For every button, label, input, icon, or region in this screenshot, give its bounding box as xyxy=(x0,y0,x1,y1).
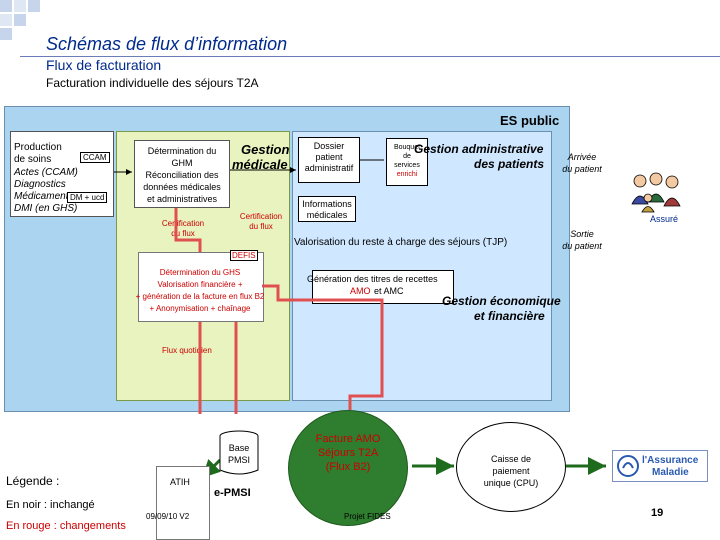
infos-line: Informations xyxy=(302,199,352,209)
gestion-medicale-title: médicale xyxy=(232,157,288,172)
flux-quotidien-label: Flux quotidien xyxy=(162,346,212,355)
ccam-tag: CCAM xyxy=(80,152,110,163)
caisse-line: paiement xyxy=(492,466,530,476)
base-pmsi-label: Base xyxy=(228,443,250,453)
assure-label: Assuré xyxy=(650,214,679,224)
production-line: Actes (CCAM) xyxy=(14,167,78,178)
ghm-process-line: GHM xyxy=(171,158,193,168)
dossier-line: administratif xyxy=(304,163,354,173)
ghm-process-line: et administratives xyxy=(146,194,218,204)
people-icon xyxy=(631,172,681,213)
sortie-patient: Sortie xyxy=(570,229,594,239)
assurance-maladie-text: l'Assurance xyxy=(642,455,699,466)
bouquet-line: de xyxy=(403,153,411,160)
arrivee-patient: Arrivée xyxy=(567,152,597,162)
production-line: Diagnostics xyxy=(14,179,66,190)
dm-tag: DM + ucd xyxy=(67,192,108,203)
defis-line: Valorisation financière + xyxy=(157,280,243,289)
production-line: Médicaments xyxy=(14,191,74,202)
page-title: Schémas de flux d’information xyxy=(46,34,288,54)
facture-amo-line: Séjours T2A xyxy=(317,447,379,459)
bouquet-line: enrichi xyxy=(396,171,418,178)
footer-date: 09/09/10 V2 xyxy=(146,512,190,521)
generation-titres-text: Génération des titres de recettes xyxy=(307,274,438,284)
defis-line: Détermination du GHS xyxy=(159,268,241,277)
header-rule xyxy=(20,56,720,57)
es-public-label: ES public xyxy=(500,113,560,128)
facture-amo-line: Facture AMO xyxy=(315,433,381,445)
page-number: 19 xyxy=(651,507,664,519)
red-flow-to-facture xyxy=(262,284,384,410)
gestion-economique-title: Gestion économique xyxy=(442,294,561,308)
arrivee-patient: du patient xyxy=(562,164,602,174)
sortie-patient: du patient xyxy=(562,241,602,251)
ghm-process-line: Détermination du xyxy=(147,146,217,156)
defis-line: + Anonymisation + chaînage xyxy=(149,304,251,313)
production-line: de soins xyxy=(14,154,52,165)
corner-decoration xyxy=(0,0,44,44)
page-subsubtitle: Facturation individuelle des séjours T2A xyxy=(46,76,259,90)
base-pmsi-label: PMSI xyxy=(227,455,250,465)
certification-right: Certification xyxy=(239,212,283,221)
bouquet-line: Bouquet xyxy=(393,144,421,151)
facture-amo-circle xyxy=(288,410,408,526)
atih-box xyxy=(156,466,210,540)
certification-left: du flux xyxy=(171,229,195,238)
page-subtitle: Flux de facturation xyxy=(46,57,162,73)
legend-black: En noir : inchangé xyxy=(6,499,95,511)
facture-amo-line: (Flux B2) xyxy=(325,461,371,473)
ghm-process-line: Réconciliation des xyxy=(145,170,219,180)
defis-tag: DEFIS xyxy=(230,250,258,261)
assurance-maladie-text: Maladie xyxy=(652,467,689,478)
certification-left: Certification xyxy=(161,219,205,228)
gestion-medicale-title: Gestion xyxy=(241,142,290,157)
base-pmsi-cylinder xyxy=(219,430,259,475)
dossier-patient-document: Dossier patient administratif xyxy=(298,137,360,183)
bouquet-line: services xyxy=(394,162,420,169)
gestion-administrative-title: des patients xyxy=(474,157,545,171)
production-line: Production xyxy=(14,142,62,153)
legend-red: En rouge : changements xyxy=(6,520,126,532)
gestion-economique-title: et financière xyxy=(474,309,545,323)
ghm-process-line: données médicales xyxy=(143,182,221,192)
assurance-maladie-icon xyxy=(617,455,639,477)
caisse-line: unique (CPU) xyxy=(483,478,539,488)
dossier-line: Dossier xyxy=(313,141,345,151)
generation-titres-box xyxy=(312,270,454,304)
certification-right: du flux xyxy=(249,222,273,231)
bouquet-services-document: Bouquet de services enrichi xyxy=(386,138,428,186)
gestion-administrative-title: Gestion administrative xyxy=(414,142,544,156)
defis-line: + génération de la facture en flux B2 xyxy=(135,292,265,301)
informations-medicales-document: Informations médicales xyxy=(298,196,356,222)
caisse-line: Caisse de xyxy=(490,454,532,464)
footer-projet: Projet FIDES xyxy=(344,512,391,521)
atih-label: ATIH xyxy=(170,477,190,487)
epmsi-label: e-PMSI xyxy=(214,487,251,499)
production-line: DMI (en GHS) xyxy=(14,203,78,214)
caisse-paiement-circle xyxy=(456,422,566,512)
defis-box xyxy=(138,252,264,322)
generation-amc: et AMC xyxy=(374,286,404,296)
ghm-process-box xyxy=(134,140,230,208)
red-flow-ghm-defis xyxy=(174,208,202,252)
legend-title: Légende : xyxy=(6,474,60,488)
dossier-line: patient xyxy=(315,152,343,162)
generation-amo: AMO xyxy=(350,286,371,296)
infos-line: médicales xyxy=(306,210,348,220)
valorisation-reste-charge: Valorisation du reste à charge des séjou… xyxy=(294,237,508,248)
